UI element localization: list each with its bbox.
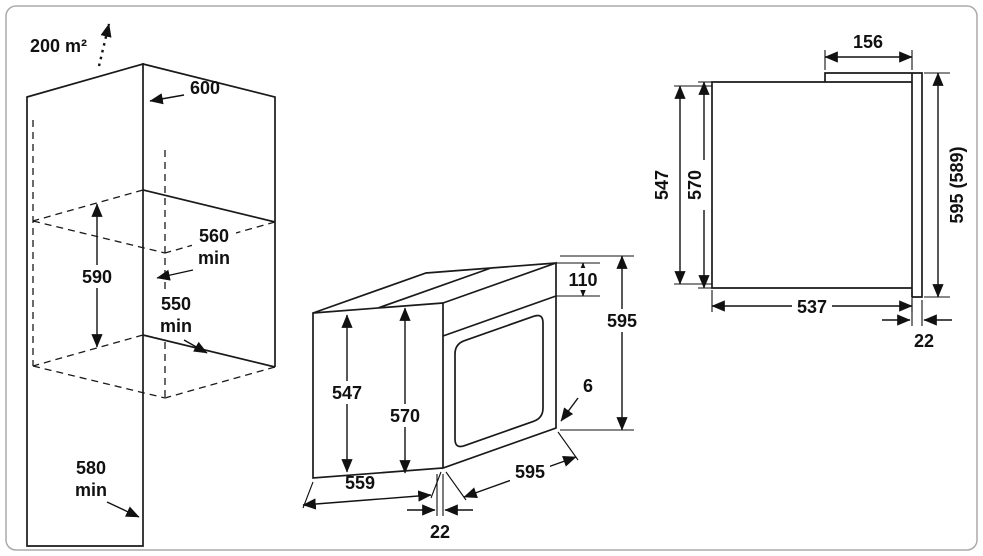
cabinet-width-arrow <box>149 93 185 105</box>
depth-arrow-right <box>366 490 432 502</box>
niche-depth-label: 550 <box>161 294 191 314</box>
vent-area-label: 200 m² <box>30 36 87 56</box>
label-backing <box>685 160 705 210</box>
overall-height-label: 595 <box>607 311 637 331</box>
niche-width-arrow <box>156 269 194 281</box>
label-backing <box>602 309 642 332</box>
cabinet-depth-arrow <box>106 501 140 518</box>
panel-height-label: 110 <box>568 270 597 290</box>
panel-width-label: 156 <box>853 32 883 52</box>
bottom-gap-arrow <box>560 397 579 422</box>
label-backing <box>154 293 198 337</box>
width-label: 595 <box>515 462 545 482</box>
fv-bottom-width-label: 537 <box>797 297 827 317</box>
cavity-height-label: 547 <box>332 383 362 403</box>
page-border <box>5 5 978 551</box>
label-backing <box>192 225 236 269</box>
niche-height-label: 590 <box>82 267 112 287</box>
fv-front-height-label: 570 <box>685 170 705 200</box>
width-ext-lines <box>445 431 579 501</box>
niche-width-unit: min <box>198 248 230 268</box>
niche-width-label: 560 <box>199 226 229 246</box>
label-backing <box>385 404 425 427</box>
bottom-gap-label: 6 <box>583 376 593 396</box>
overhang-ext-lines <box>436 474 444 516</box>
depth-arrow-left <box>302 498 368 510</box>
cabinet-outline <box>26 62 276 547</box>
oven-outline <box>312 261 557 479</box>
cabinet-depth-unit: min <box>75 480 107 500</box>
front-view-outline <box>711 72 923 298</box>
niche-depth-unit: min <box>160 316 192 336</box>
niche-depth-arrow <box>183 339 208 354</box>
front-height-label: 570 <box>390 406 420 426</box>
oven-front-view: 156 547 570 595 (589) 537 22 <box>652 32 967 351</box>
cabinet-hidden-edges <box>32 120 276 399</box>
cabinet-cutout-view: 200 m² 600 560 min 590 550 min 580 min <box>26 23 276 547</box>
fv-cavity-height-label: 547 <box>652 170 672 200</box>
cabinet-depth-label: 580 <box>76 458 106 478</box>
label-backing <box>792 295 832 318</box>
label-backing <box>564 268 602 290</box>
fv-overall-height-label: 595 (589) <box>947 146 967 223</box>
ventilation-arrow <box>97 23 112 67</box>
cabinet-width-label: 600 <box>190 78 220 98</box>
label-backing <box>77 265 117 288</box>
frame-depth-ext <box>911 300 923 326</box>
label-backing <box>510 460 550 483</box>
oven-perspective-view: 547 570 110 595 6 595 559 <box>302 255 642 542</box>
depth-label: 559 <box>345 473 375 493</box>
oven-door-window <box>454 314 544 448</box>
label-backing <box>327 381 367 404</box>
panel-width-ext <box>824 50 913 70</box>
overhang-label: 22 <box>430 522 450 542</box>
fv-frame-depth-label: 22 <box>914 331 934 351</box>
